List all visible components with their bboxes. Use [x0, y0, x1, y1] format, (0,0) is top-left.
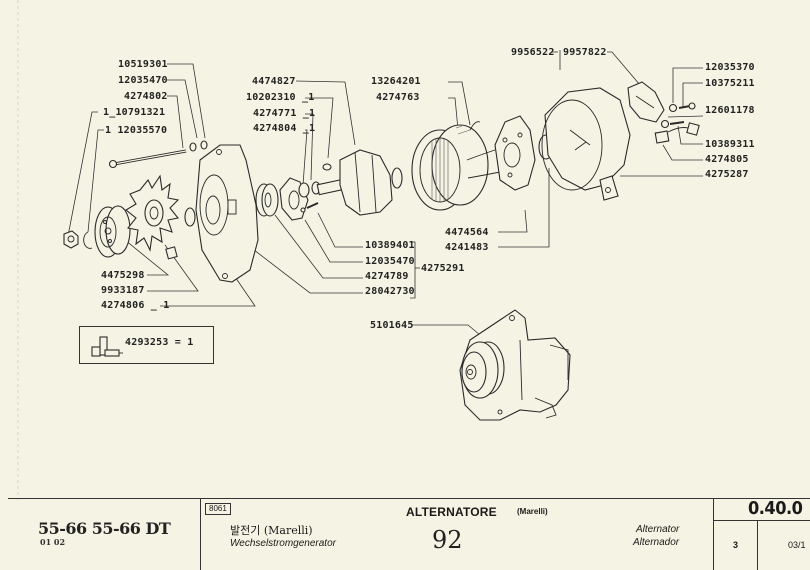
through-bolt: [108, 149, 187, 169]
voltage-regulator: [627, 81, 665, 123]
part-number-label: 9933187: [101, 285, 145, 296]
model-designation: 55-66 55-66 DT: [38, 519, 171, 538]
model-subcode: 01 02: [40, 537, 66, 547]
part-number-label: 9956522: [511, 47, 555, 58]
capacitor: [654, 122, 700, 144]
part-number-label: 13264201: [371, 76, 421, 87]
page-title: ALTERNATORE: [406, 505, 497, 519]
title-block: [0, 494, 810, 570]
rotor: [316, 149, 403, 216]
part-number-label: 28042730: [365, 286, 415, 297]
group-code: 8061: [205, 503, 231, 515]
part-number-label: 12035470: [365, 256, 415, 267]
part-number-label: 4474827: [252, 76, 296, 87]
front-bearing: [255, 183, 279, 217]
exploded-view-drawing: [17, 0, 704, 500]
title-block-divider: [713, 520, 810, 521]
part-number-label: 4274802: [124, 91, 168, 102]
kit-box: [79, 326, 214, 364]
title-block-divider: [200, 498, 201, 570]
leader-lines: [67, 50, 704, 346]
part-number-label: 4274806 _ 1: [101, 300, 170, 311]
title-block-divider: [757, 520, 758, 570]
key: [322, 163, 332, 171]
title-german: Wechselstromgenerator: [230, 538, 336, 549]
screw: [300, 202, 319, 213]
handwritten-note: 92: [432, 526, 463, 554]
part-number-label: 1_10791321: [103, 107, 166, 118]
part-number-label: 4275287: [705, 169, 749, 180]
title-korean: 발전기 (Marelli): [230, 524, 313, 537]
part-number-label: 10202310 _1: [246, 92, 315, 103]
part-number-label: 4275291: [421, 263, 465, 274]
cooling-fan: [125, 174, 180, 260]
part-number-label: 12035470: [118, 75, 168, 86]
terminal: [469, 121, 481, 131]
screw: [669, 121, 685, 125]
nut: [668, 103, 678, 113]
part-number-label: 4274805: [705, 154, 749, 165]
rear-housing: [541, 87, 631, 201]
lock-washer: [83, 231, 93, 249]
section-reference: 0.40.0: [748, 498, 803, 519]
part-number-label: 10375211: [705, 78, 755, 89]
part-number-label: 10389401: [365, 240, 415, 251]
title-spanish: Alternador: [633, 537, 680, 548]
part-number-label: 4274771 _1: [253, 108, 316, 119]
part-number-label: 4241483: [445, 242, 489, 253]
part-number-label: 4274789: [365, 271, 409, 282]
pulley-nut: [63, 230, 79, 249]
kit-part-number: 4293253 = 1: [125, 337, 194, 348]
stator-lead: [467, 171, 501, 179]
part-number-label: 10519301: [118, 59, 168, 70]
washer: [189, 142, 197, 152]
title-english: Alternator: [636, 524, 680, 535]
pulley: [94, 205, 131, 258]
page-title-brand: (Marelli): [517, 507, 548, 516]
part-number-label: 4274804 _1: [253, 123, 316, 134]
part-number-label: 4274763: [376, 92, 420, 103]
part-number-label: 10389311: [705, 139, 755, 150]
title-block-top-rule: [8, 498, 810, 499]
stator-lead: [466, 149, 496, 161]
nut: [660, 119, 670, 129]
title-block-divider: [713, 498, 714, 570]
part-number-label: 9957822: [563, 47, 607, 58]
page-number: 3: [733, 540, 739, 550]
stator: [411, 124, 489, 211]
screw: [678, 102, 696, 110]
brush-kit-icon: [91, 336, 123, 357]
drive-end-housing: [195, 144, 259, 283]
spacer-ring: [298, 182, 310, 198]
washer: [200, 140, 208, 150]
spacer: [184, 207, 196, 227]
assembled-alternator: [459, 309, 571, 421]
rectifier-diode-plate: [494, 115, 536, 191]
revision-date: 03/1: [788, 540, 806, 550]
part-number-label: 4474564: [445, 227, 489, 238]
part-number-label: 5101645: [370, 320, 414, 331]
part-number-label: 4475298: [101, 270, 145, 281]
part-number-label: 12035370: [705, 62, 755, 73]
part-number-label: 1 12035570: [105, 125, 168, 136]
part-number-label: 12601178: [705, 105, 755, 116]
